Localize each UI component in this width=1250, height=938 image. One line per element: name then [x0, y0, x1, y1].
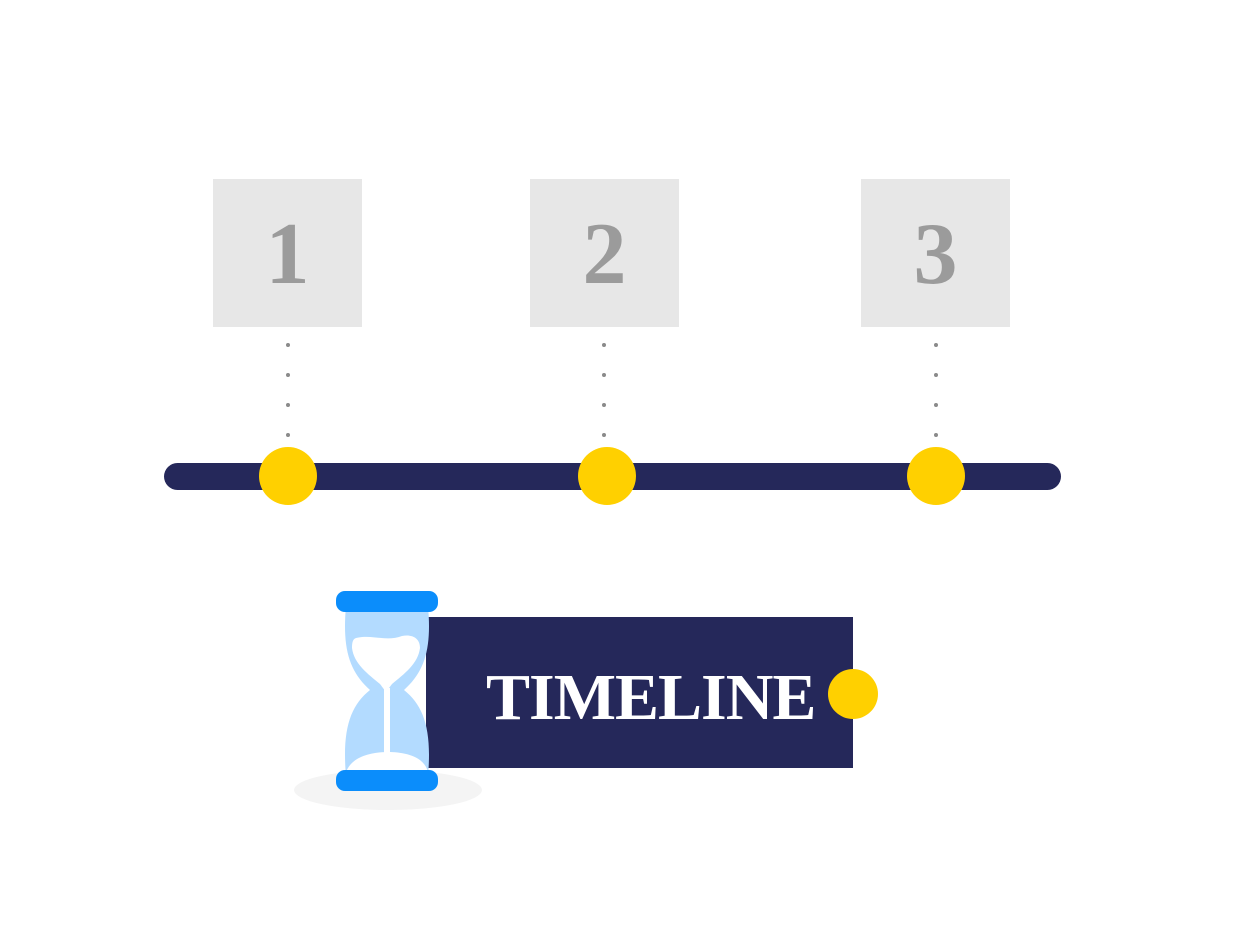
hourglass-icon	[294, 591, 482, 810]
step-number-3: 3	[913, 206, 958, 303]
hourglass-sand-top	[352, 635, 420, 692]
timeline-node-3	[907, 447, 965, 505]
timeline-node-2	[578, 447, 636, 505]
step-card-3: 3	[861, 179, 1010, 327]
hourglass-bottom-cap	[336, 770, 438, 791]
step-card-2: 2	[530, 179, 679, 327]
hourglass-sand-stream	[384, 688, 390, 760]
banner-dot	[828, 669, 878, 719]
step-number-2: 2	[582, 206, 627, 303]
connector-1	[286, 343, 290, 437]
connector-3	[934, 343, 938, 437]
banner-title: TIMELINE	[486, 661, 816, 734]
step-number-1: 1	[265, 206, 310, 303]
step-card-1: 1	[213, 179, 362, 327]
title-banner	[426, 617, 853, 768]
timeline-node-1	[259, 447, 317, 505]
hourglass-top-cap	[336, 591, 438, 612]
connector-2	[602, 343, 606, 437]
hourglass-sand-bottom	[346, 752, 428, 772]
